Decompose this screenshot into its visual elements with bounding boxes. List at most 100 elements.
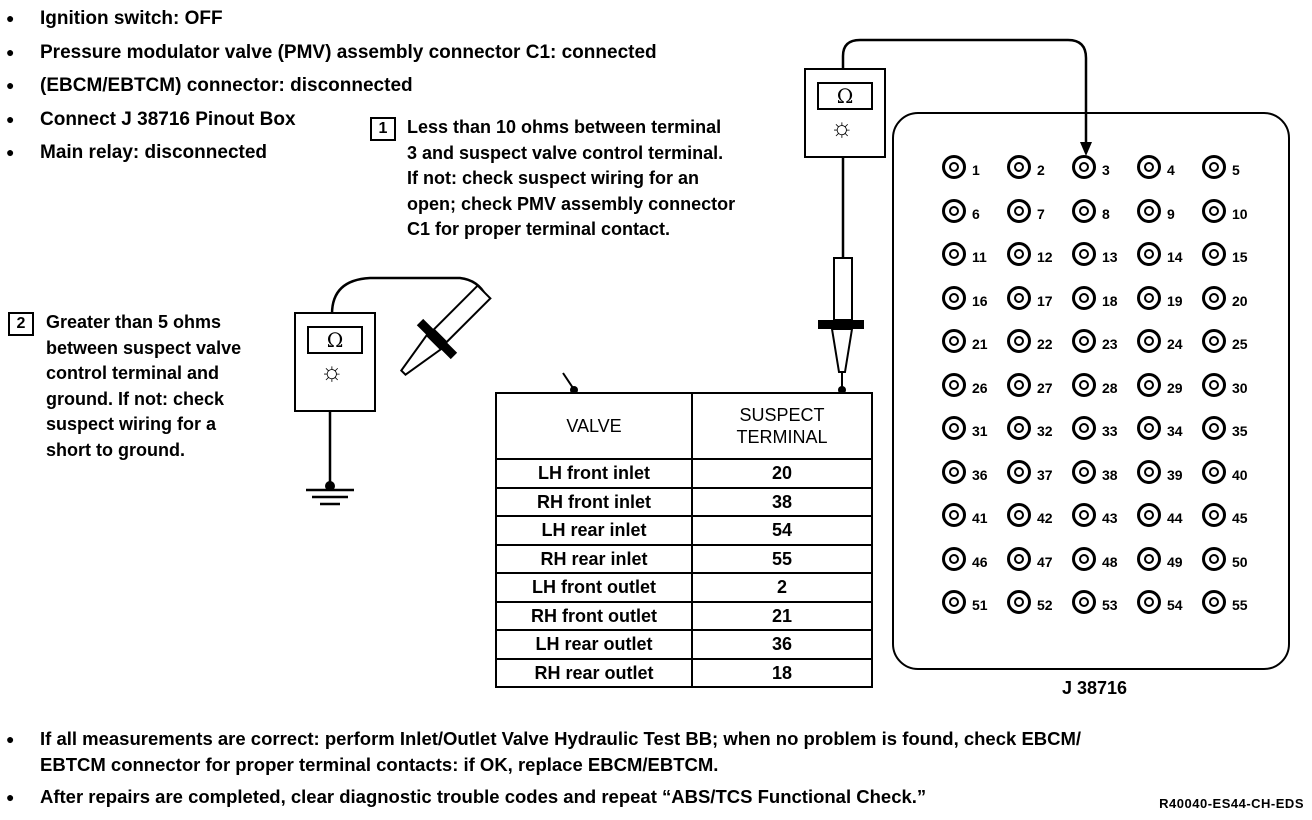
step-1-line: If not: check suspect wiring for an (407, 168, 700, 188)
pin-socket-icon (1202, 590, 1226, 614)
pin-socket-icon (1007, 155, 1031, 179)
step-1-number: 1 (370, 117, 396, 141)
pin-socket-icon (1072, 285, 1096, 310)
pin-terminal: 42 (1007, 496, 1065, 536)
pin-terminal: 6 (942, 192, 1000, 232)
pin-terminal: 30 (1202, 366, 1260, 406)
step-1-line: Less than 10 ohms between terminal (407, 117, 722, 137)
pin-socket-icon (1202, 503, 1226, 527)
pin-socket-icon (942, 285, 966, 310)
pin-terminal: 29 (1137, 366, 1195, 406)
ohmmeter-1: Ω ☼ (804, 68, 886, 158)
pin-socket-icon (1137, 416, 1161, 440)
pin-terminal: 3 (1072, 148, 1130, 188)
pin-number: 34 (1167, 423, 1183, 439)
step-2-line: control terminal and (46, 363, 220, 383)
pin-socket-icon (942, 329, 966, 353)
pin-number: 33 (1102, 423, 1118, 439)
pin-number: 47 (1037, 553, 1053, 570)
pin-socket-icon (1202, 285, 1226, 310)
pin-terminal: 19 (1137, 279, 1195, 319)
pin-number: 3 (1102, 162, 1110, 178)
step-2-number: 2 (8, 312, 34, 336)
pin-number: 38 (1102, 466, 1118, 483)
pin-number: 36 (972, 466, 988, 483)
step-2-line: between suspect valve (46, 337, 242, 358)
pin-socket-icon (1007, 329, 1031, 353)
pin-socket-icon (1072, 155, 1096, 179)
pin-socket-icon (1072, 590, 1096, 614)
pin-socket-icon (1072, 329, 1096, 353)
pin-terminal: 1 (942, 148, 1000, 188)
pin-socket-icon (1072, 503, 1096, 527)
lamp-icon: ☼ (830, 112, 854, 142)
pin-number: 1 (972, 162, 980, 178)
probe-vertical-guard (818, 320, 864, 329)
pin-terminal: 50 (1202, 540, 1260, 580)
pin-number: 50 (1232, 553, 1248, 570)
ohm-display: Ω (817, 82, 873, 110)
step-1-text: Less than 10 ohms between terminal 3 and… (407, 115, 735, 243)
pin-number: 44 (1167, 510, 1183, 526)
pin-terminal: 28 (1072, 366, 1130, 406)
pin-socket-icon (942, 590, 966, 614)
pin-socket-icon (1072, 546, 1096, 571)
pin-socket-icon (1137, 285, 1161, 310)
pin-terminal: 52 (1007, 583, 1065, 623)
pin-terminal: 11 (942, 235, 1000, 275)
pin-socket-icon (1007, 242, 1031, 266)
pin-terminal: 43 (1072, 496, 1130, 536)
pin-terminal: 46 (942, 540, 1000, 580)
pin-terminal: 27 (1007, 366, 1065, 406)
pin-terminal: 36 (942, 453, 1000, 493)
step-2-line: ground. If not: check (46, 388, 224, 409)
pin-socket-icon (942, 503, 966, 527)
pin-terminal: 55 (1202, 583, 1260, 623)
step-1-line: 3 and suspect valve control terminal. (407, 142, 724, 163)
pin-terminal: 20 (1202, 279, 1260, 319)
pin-number: 12 (1037, 249, 1053, 265)
pin-terminal: 33 (1072, 409, 1130, 449)
pin-number: 46 (972, 553, 988, 570)
pin-socket-icon (1072, 372, 1096, 397)
pin-number: 40 (1232, 466, 1248, 483)
pin-number: 27 (1037, 379, 1053, 396)
pin-number: 41 (972, 510, 988, 526)
pin-terminal: 31 (942, 409, 1000, 449)
footer-note: After repairs are completed, clear diagn… (6, 784, 926, 810)
pin-number: 31 (972, 423, 988, 439)
pin-socket-icon (1007, 198, 1031, 223)
condition-item: Ignition switch: OFF (6, 2, 657, 36)
pin-number: 22 (1037, 336, 1053, 352)
pin-socket-icon (942, 155, 966, 179)
pin-terminal: 8 (1072, 192, 1130, 232)
footer-notes: After repairs are completed, clear diagn… (6, 784, 926, 810)
pin-terminal: 21 (942, 322, 1000, 362)
pin-number: 21 (972, 336, 988, 352)
step-1-line: C1 for proper terminal contact. (407, 219, 671, 239)
pin-number: 48 (1102, 553, 1118, 570)
pin-number: 32 (1037, 423, 1053, 439)
step-1-line: open; check PMV assembly connector (407, 193, 736, 214)
ohm-display: Ω (307, 326, 363, 354)
pin-socket-icon (1007, 590, 1031, 614)
pin-number: 5 (1232, 162, 1240, 178)
pin-socket-icon (1202, 459, 1226, 484)
pin-terminal: 9 (1137, 192, 1195, 232)
lamp-icon: ☼ (320, 356, 344, 386)
figure-code: R40040-ES44-CH-EDS (1159, 796, 1304, 811)
pin-number: 18 (1102, 292, 1118, 309)
pin-terminal: 24 (1137, 322, 1195, 362)
pin-number: 26 (972, 379, 988, 396)
pin-terminal: 17 (1007, 279, 1065, 319)
pin-socket-icon (1202, 242, 1226, 266)
pin-number: 16 (972, 292, 988, 309)
step-2-line: short to ground. (46, 439, 185, 460)
pin-number: 52 (1037, 597, 1053, 613)
pin-number: 7 (1037, 205, 1045, 222)
pin-socket-icon (1202, 546, 1226, 571)
